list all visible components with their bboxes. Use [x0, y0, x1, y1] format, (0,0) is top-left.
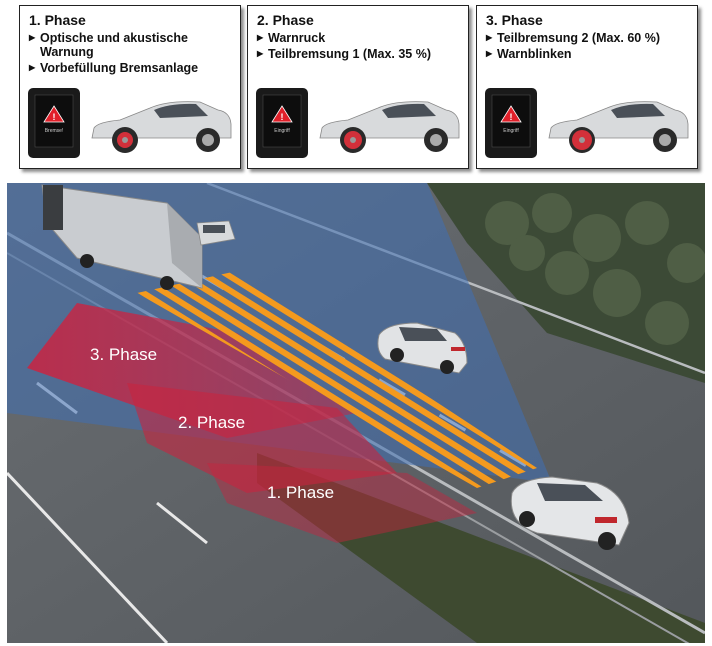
median-grass — [257, 453, 705, 643]
phase-2-zone — [127, 383, 397, 493]
phase-1-zone — [207, 463, 477, 543]
phase-1-title: 1. Phase — [29, 12, 86, 28]
phase-2-illustration: ! Eingriff — [256, 88, 460, 158]
warning-triangle-icon — [43, 105, 65, 123]
screen-text: Eingriff — [503, 128, 519, 134]
car-side-image — [91, 101, 232, 153]
screen-text: Eingriff — [274, 128, 290, 134]
car-side-image — [319, 101, 460, 153]
car-side-image — [548, 101, 689, 153]
phase-3-label: 3. Phase — [90, 345, 157, 364]
warning-triangle-icon — [271, 105, 293, 123]
truck — [41, 184, 203, 290]
svg-text:!: ! — [53, 112, 56, 122]
phase-2-title: 2. Phase — [257, 12, 314, 28]
distant-car — [196, 220, 236, 246]
phase-3-illustration: ! Eingriff — [485, 88, 689, 158]
phase-1-list: Optische und akustische Warnung Vorbefül… — [29, 31, 235, 77]
phase-3-item: Warnblinken — [486, 47, 692, 61]
ego-car — [510, 476, 630, 550]
phase-2-list: Warnruck Teilbremsung 1 (Max. 35 %) — [257, 31, 463, 63]
phase-1-item: Vorbefüllung Bremsanlage — [29, 61, 235, 75]
warning-triangle-icon — [500, 105, 522, 123]
phase-3-list: Teilbremsung 2 (Max. 60 %) Warnblinken — [486, 31, 692, 63]
phase-3-item: Teilbremsung 2 (Max. 60 %) — [486, 31, 692, 45]
screen-text: Bremse! — [45, 128, 64, 134]
phase-2-panel: 2. Phase Warnruck Teilbremsung 1 (Max. 3… — [247, 5, 469, 169]
phase-1-illustration: ! Bremse! — [28, 88, 232, 158]
phase-2-label: 2. Phase — [178, 413, 245, 432]
highway-scene: 3. Phase 2. Phase 1. Phase — [7, 183, 705, 643]
phase-1-item: Optische und akustische Warnung — [29, 31, 235, 59]
braking-path-stripes — [137, 271, 537, 488]
phase-2-item: Teilbremsung 1 (Max. 35 %) — [257, 47, 463, 61]
svg-text:!: ! — [281, 112, 284, 122]
target-car — [377, 322, 468, 374]
phase-3-title: 3. Phase — [486, 12, 543, 28]
phase-2-item: Warnruck — [257, 31, 463, 45]
phase-3-panel: 3. Phase Teilbremsung 2 (Max. 60 %) Warn… — [476, 5, 698, 169]
phase-1-label: 1. Phase — [267, 483, 334, 502]
svg-text:!: ! — [510, 112, 513, 122]
phase-1-panel: 1. Phase Optische und akustische Warnung… — [19, 5, 241, 169]
